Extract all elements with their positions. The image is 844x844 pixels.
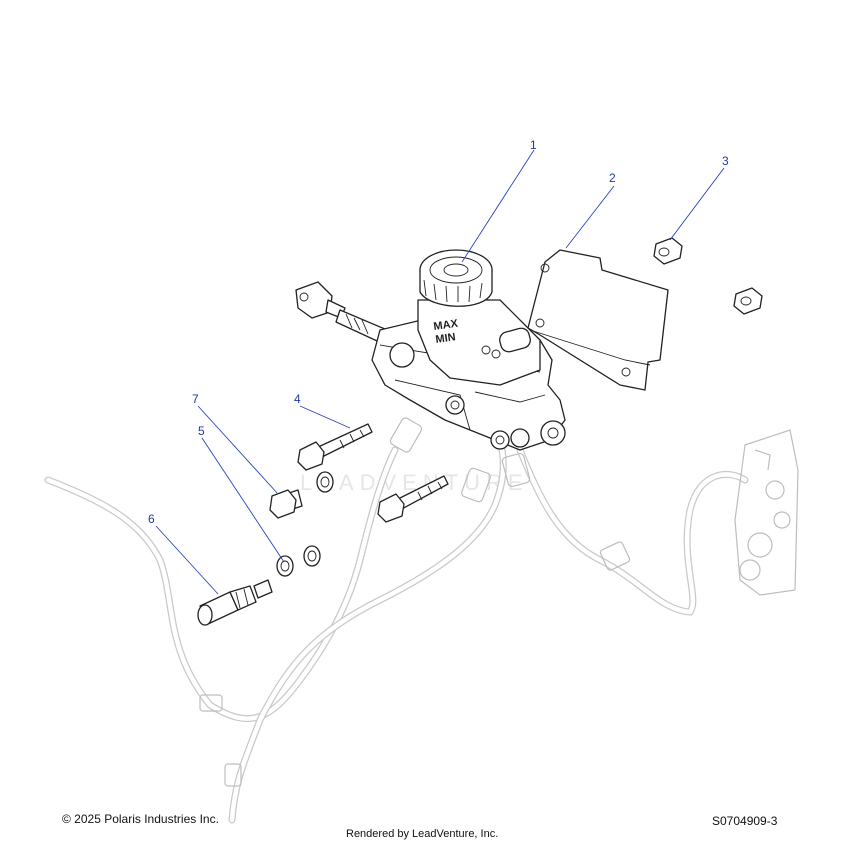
callout-4: 4 xyxy=(294,392,301,406)
bolt-upper xyxy=(297,423,373,471)
rendered-by-text: Rendered by LeadVenture, Inc. xyxy=(346,828,499,840)
reservoir-min-marking: MIN xyxy=(435,331,457,346)
callout-5: 5 xyxy=(198,424,205,438)
flange-nut-upper xyxy=(653,237,683,265)
callout-6: 6 xyxy=(148,512,155,526)
brake-pressure-switch xyxy=(197,579,273,626)
copyright-text: © 2025 Polaris Industries Inc. xyxy=(62,812,219,826)
callout-3: 3 xyxy=(722,154,729,168)
sealing-washer-a xyxy=(316,471,334,493)
bracket-plate xyxy=(527,249,669,391)
leader-lines xyxy=(155,149,725,595)
sealing-washer-b xyxy=(276,555,294,577)
callout-2: 2 xyxy=(609,171,616,185)
ghost-brake-lines xyxy=(44,417,749,824)
reservoir-max-marking: MAX xyxy=(433,318,460,333)
callout-7: 7 xyxy=(192,392,199,406)
figure-id: S0704909-3 xyxy=(712,814,778,828)
flange-nut-lower xyxy=(733,287,763,315)
banjo-bolt xyxy=(269,489,303,519)
master-cylinder-assembly: MAX MIN xyxy=(295,249,566,451)
bolt-lower xyxy=(377,475,449,523)
ghost-caliper xyxy=(734,429,799,596)
sealing-washer-c xyxy=(303,545,321,567)
callout-1: 1 xyxy=(530,138,537,152)
